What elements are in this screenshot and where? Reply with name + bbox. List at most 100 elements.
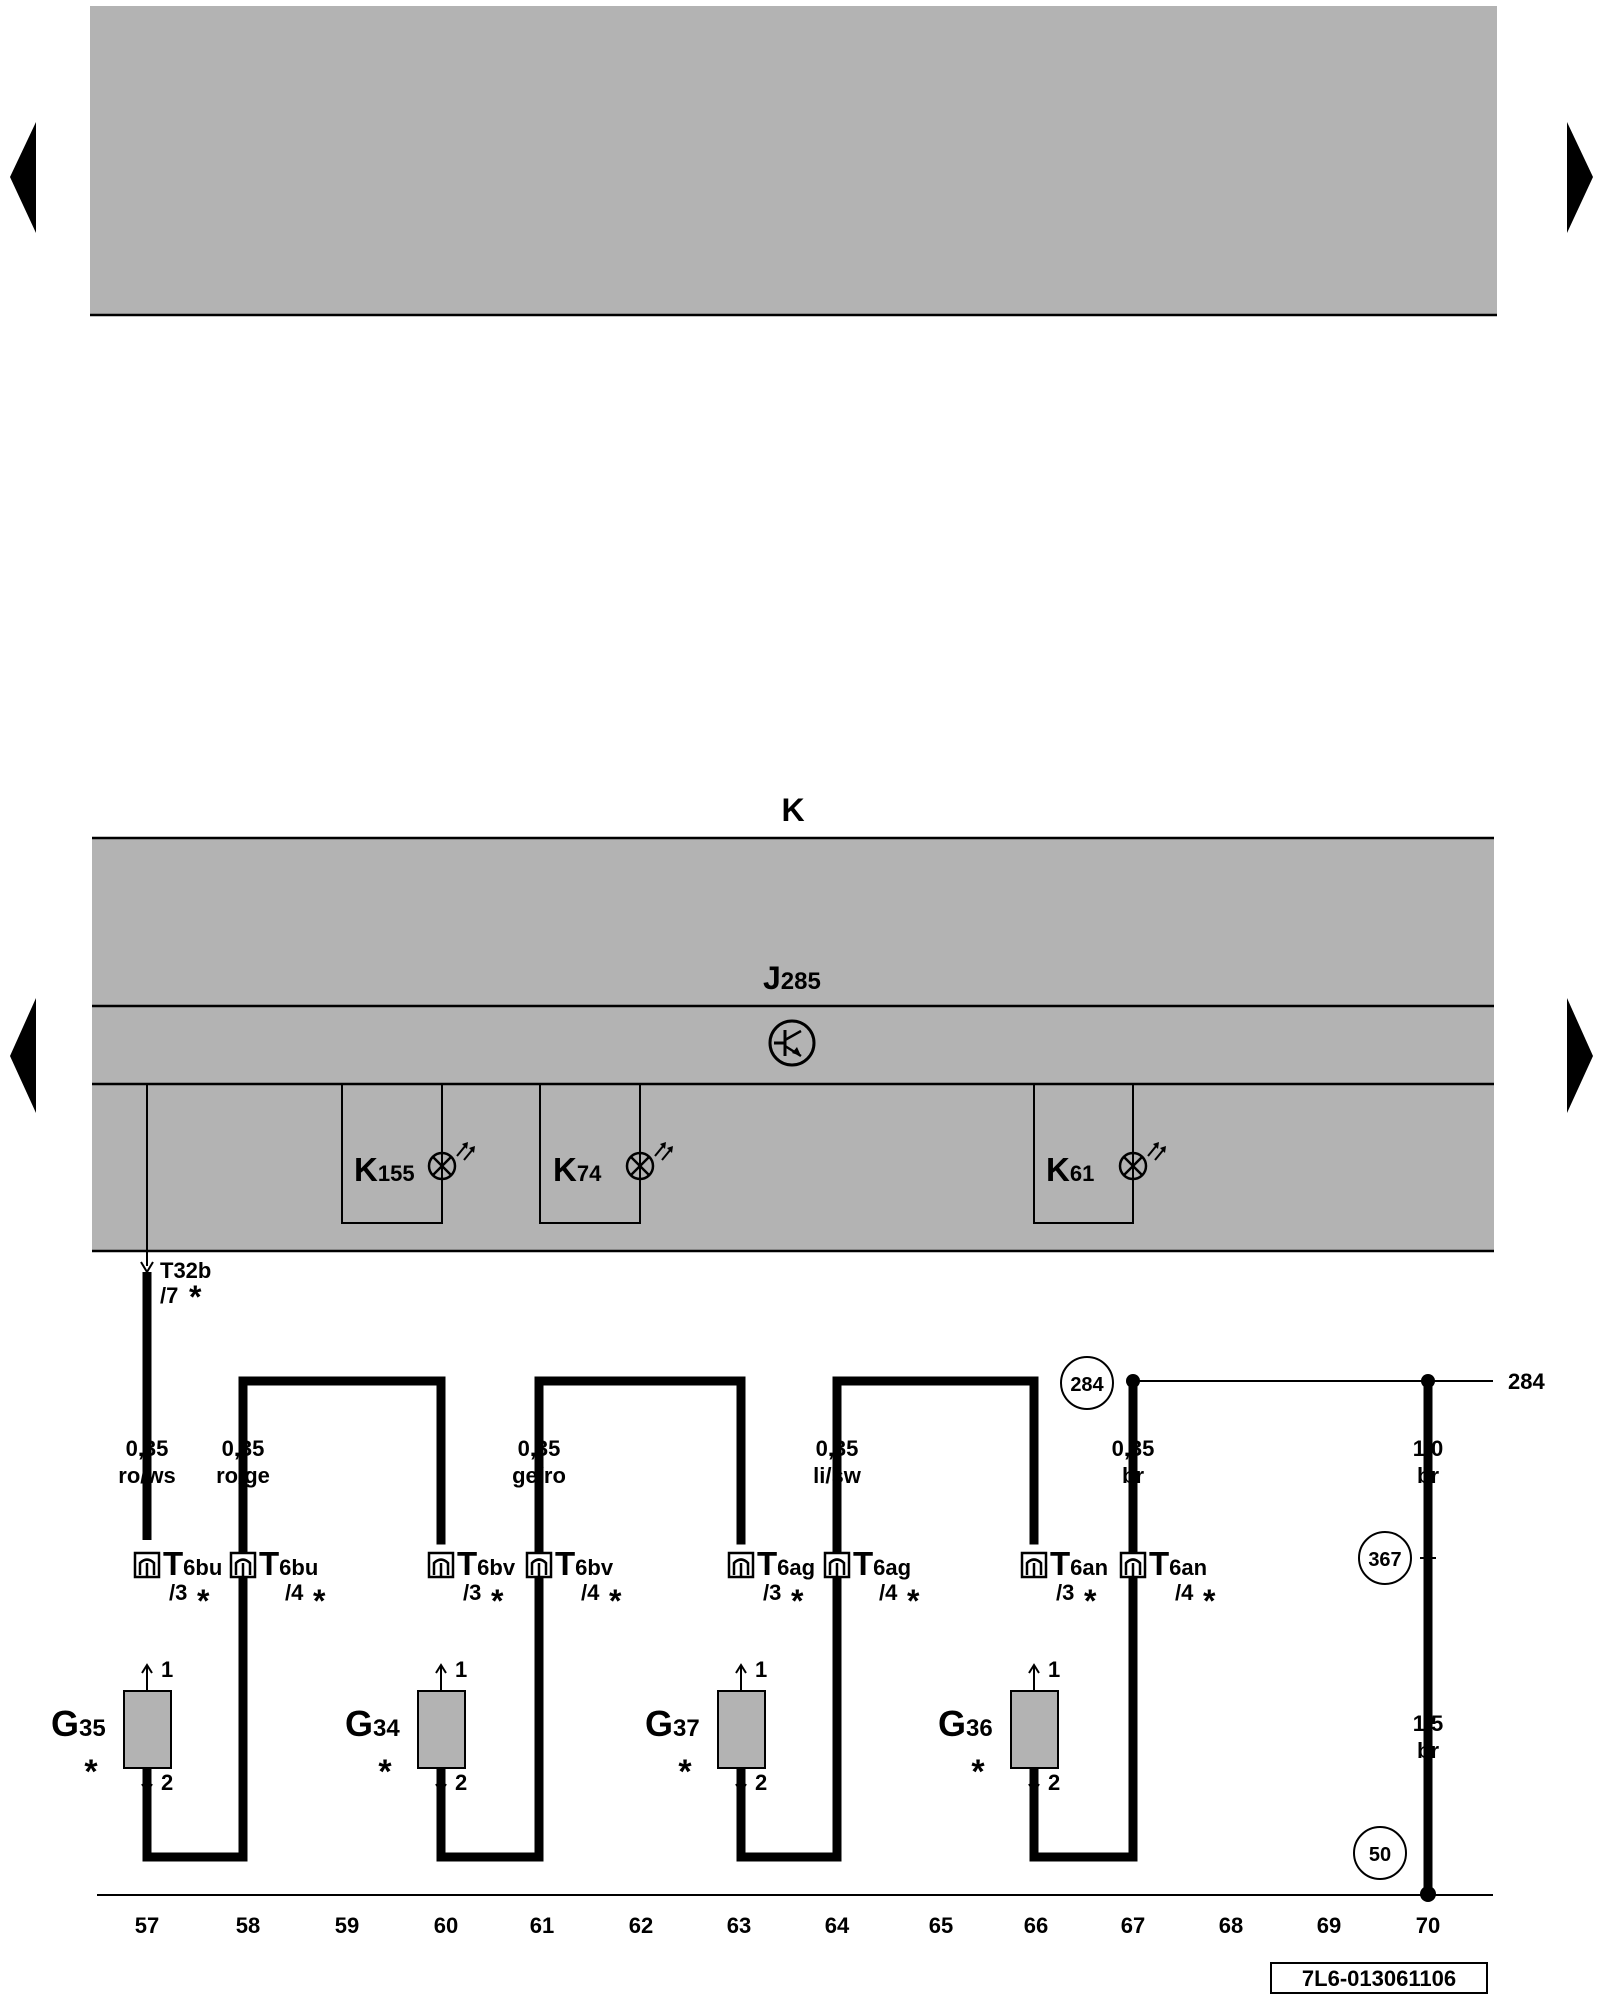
reference-circle-284[interactable]: 284 — [1060, 1356, 1114, 1410]
connector-pin: /3 — [763, 1580, 781, 1605]
connector-t6ag-pin3[interactable]: T6ag/3* — [727, 1545, 815, 1619]
svg-text:284: 284 — [1070, 1374, 1104, 1396]
nav-next-bottom-arrow-icon[interactable] — [1567, 998, 1593, 1113]
connector-pin: /4 — [1175, 1580, 1194, 1605]
connector-name: T6bv — [457, 1545, 516, 1582]
wire-color: br — [1417, 1738, 1439, 1763]
svg-text:K61: K61 — [1046, 1151, 1094, 1188]
connector-star: * — [491, 1583, 504, 1619]
scale-number: 62 — [629, 1913, 653, 1938]
scale-number: 63 — [727, 1913, 751, 1938]
wire-color: br — [1122, 1463, 1144, 1488]
scale-number: 70 — [1416, 1913, 1440, 1938]
scale-number: 66 — [1024, 1913, 1048, 1938]
connector-star: * — [313, 1583, 326, 1619]
control-unit-label: J285 — [763, 960, 821, 996]
scale-number: 65 — [929, 1913, 953, 1938]
wire-label: 1,0br — [1413, 1436, 1444, 1488]
junction-dot — [1421, 1374, 1435, 1388]
component-title: K — [781, 792, 804, 828]
scale-number: 61 — [530, 1913, 554, 1938]
plug-connector-icon — [1020, 1551, 1048, 1579]
sensor-g35[interactable]: 1 2 G35 * — [51, 1657, 173, 1795]
svg-text:K155: K155 — [354, 1151, 415, 1188]
scale-number: 67 — [1121, 1913, 1145, 1938]
sensor-name: G35 — [51, 1703, 106, 1744]
connector-t6bv-pin3[interactable]: T6bv/3 * — [427, 1545, 516, 1619]
svg-text:50: 50 — [1369, 1844, 1391, 1866]
nav-prev-top-arrow-icon[interactable] — [10, 122, 36, 233]
sensor-pin-1: 1 — [455, 1657, 467, 1682]
connector-t6bu-pin4[interactable]: T6bu/4 * — [229, 1545, 326, 1619]
svg-text:367: 367 — [1368, 1549, 1401, 1571]
sensor-name: G36 — [938, 1703, 993, 1744]
sensor-star: * — [84, 1753, 98, 1791]
wire-color: ro/ws — [118, 1463, 175, 1488]
connector-pin: /4 — [879, 1580, 898, 1605]
connector-star: * — [1084, 1583, 1097, 1619]
connector-t6an-pin4[interactable]: T6an/4* — [1119, 1545, 1216, 1619]
connector-pin: /3 — [463, 1580, 481, 1605]
connector-pin: /4 — [285, 1580, 304, 1605]
connector-star: * — [791, 1583, 804, 1619]
plug-connector-icon — [1119, 1551, 1147, 1579]
connector-pin: /3 — [1056, 1580, 1074, 1605]
connector-name: T6bu — [259, 1545, 318, 1582]
scale-number: 58 — [236, 1913, 260, 1938]
nav-next-top-arrow-icon[interactable] — [1567, 122, 1593, 233]
plug-connector-icon — [727, 1551, 755, 1579]
sensor-name: G34 — [345, 1703, 400, 1744]
plug-connector-icon — [133, 1551, 161, 1579]
sensor-pin-1: 1 — [161, 1657, 173, 1682]
connector-pin: /3 — [169, 1580, 187, 1605]
reference-circle-367[interactable]: 367 — [1358, 1531, 1412, 1585]
connector-name: T6bv — [555, 1545, 614, 1582]
connector-name: T6an — [1149, 1545, 1207, 1582]
connector-t6bv-pin4[interactable]: T6bv/4* — [525, 1545, 622, 1619]
lamp-bulb-icon — [625, 1142, 673, 1181]
svg-text:K74: K74 — [553, 1151, 602, 1188]
reference-circle-50[interactable]: 50 — [1353, 1826, 1407, 1880]
scale-number: 60 — [434, 1913, 458, 1938]
scale-number: 69 — [1317, 1913, 1341, 1938]
reference-label-284: 284 — [1508, 1369, 1545, 1394]
sensor-pin-1: 1 — [1048, 1657, 1060, 1682]
wire-color: li/sw — [813, 1463, 862, 1488]
sensor-name: G37 — [645, 1703, 700, 1744]
sensor-pin-2: 2 — [161, 1770, 173, 1795]
doc-code-box — [1270, 1962, 1488, 1994]
connector-t32b-label: T32b — [160, 1258, 211, 1283]
wire-size: 0,35 — [518, 1436, 561, 1461]
scale-number: 64 — [825, 1913, 850, 1938]
connector-t6bu-pin3[interactable]: T6bu/3* — [133, 1545, 222, 1619]
instrument-cluster-panel — [92, 838, 1494, 1251]
plug-connector-icon — [525, 1551, 553, 1579]
connector-t32b-star: * — [189, 1279, 202, 1315]
wire-size: 0,35 — [816, 1436, 859, 1461]
connector-star: * — [907, 1583, 920, 1619]
connector-name: T6an — [1050, 1545, 1108, 1582]
connector-t6an-pin3[interactable]: T6an/3 * — [1020, 1545, 1108, 1619]
sensor-star: * — [971, 1753, 985, 1791]
lamp-bulb-icon — [1118, 1142, 1166, 1181]
sensor-star: * — [678, 1753, 692, 1791]
nav-prev-bottom-arrow-icon[interactable] — [10, 998, 36, 1113]
doc-code: 7L6-013061106 — [1302, 1966, 1456, 1991]
wire-size: 1,5 — [1413, 1711, 1444, 1736]
sensor-pin-1: 1 — [755, 1657, 767, 1682]
wire-size: 1,0 — [1413, 1436, 1444, 1461]
scale-number: 68 — [1219, 1913, 1243, 1938]
sensor-pin-2: 2 — [455, 1770, 467, 1795]
top-panel — [90, 6, 1497, 315]
transistor-symbol-icon — [768, 1019, 816, 1067]
connector-t6ag-pin4[interactable]: T6ag/4 * — [823, 1545, 920, 1619]
connector-name: T6ag — [853, 1545, 911, 1582]
